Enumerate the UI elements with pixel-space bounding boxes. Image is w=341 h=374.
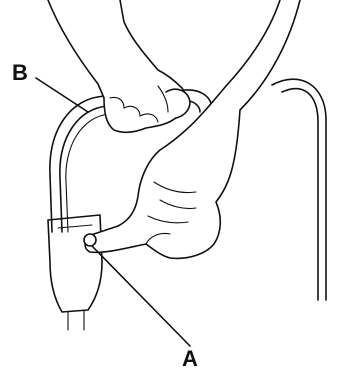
callout-b-leader xyxy=(36,78,88,112)
callout-a-leader xyxy=(92,246,190,346)
leg-sleeve xyxy=(48,215,102,330)
callout-b-label: B xyxy=(12,60,28,85)
callout-a-label: A xyxy=(182,346,198,371)
push-button xyxy=(84,234,96,246)
back-frame-arch xyxy=(272,79,326,300)
